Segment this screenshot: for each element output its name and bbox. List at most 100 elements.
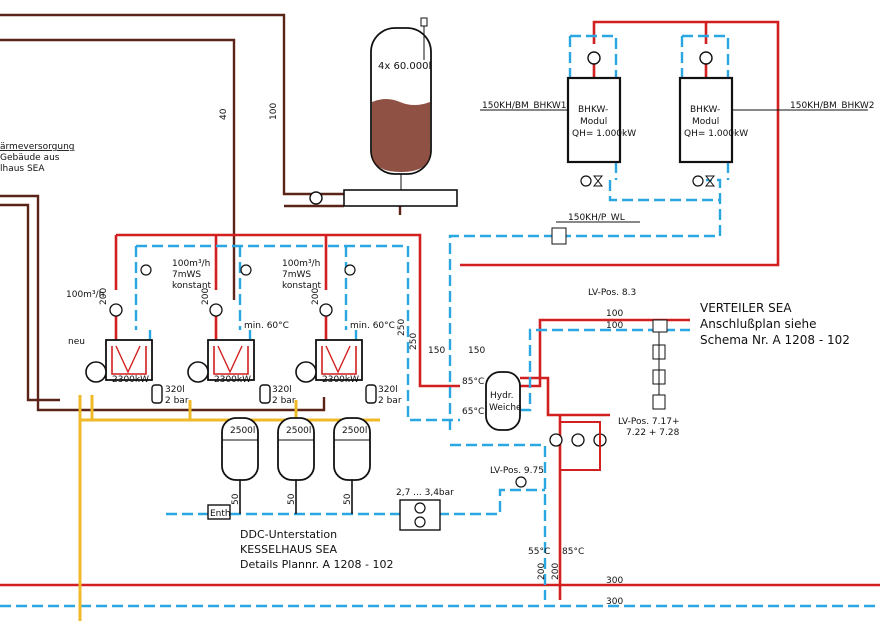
dn-100-red: 100 <box>606 309 623 319</box>
heating-line2: Gebäude aus <box>0 153 60 163</box>
temp-85-low: 85°C <box>562 547 584 557</box>
temp-85: 85°C <box>462 377 484 387</box>
buffer-tanks <box>221 417 371 514</box>
tank-capacity-label: 4x 60.000l <box>378 61 431 72</box>
distributor-line1: VERTEILER SEA <box>700 301 792 315</box>
pipe-size-40: 40 <box>219 108 229 120</box>
dn-200: 200 <box>99 288 109 305</box>
bhkw-module-1 <box>566 51 622 187</box>
ddc-line3: Details Plannr. A 1208 - 102 <box>240 558 393 571</box>
valve-actuator-icon <box>140 264 152 276</box>
distributor-line2: Anschlußplan siehe <box>700 317 816 331</box>
valve-actuator-icon <box>240 264 252 276</box>
buffer-tank-3: 2500l <box>342 426 367 436</box>
temp-55: 55°C <box>528 547 550 557</box>
boiler1-power: 2300kW <box>112 375 149 385</box>
expansion-vessel-icon <box>365 384 377 404</box>
pump-icon <box>571 433 585 447</box>
ddc-line2: KESSELHAUS SEA <box>240 543 337 556</box>
expansion-vessel-icon <box>259 384 271 404</box>
bhkw1-line2: Modul <box>580 117 607 127</box>
dn-50: 50 <box>287 493 297 505</box>
pressure-gauge-icon <box>515 476 527 488</box>
bhkw-module-2 <box>678 51 734 187</box>
hydraulic-separator <box>485 371 521 431</box>
device-box <box>652 394 666 410</box>
dn-200: 200 <box>311 288 321 305</box>
pump-icon <box>209 303 223 317</box>
bhkw2-line2: Modul <box>692 117 719 127</box>
pump-icon <box>414 516 426 528</box>
boiler3-pressure: 2 bar <box>378 396 402 406</box>
separator-line2: Weiche <box>489 403 522 413</box>
bhkw1-power: QH= 1.000kW <box>572 129 636 139</box>
dn-250: 250 <box>397 319 407 336</box>
bhkw2-line1: BHKW- <box>690 105 720 115</box>
boiler2-mode: konstant <box>172 281 212 291</box>
bhkw2-tag: 150KH/BM_BHKW2 <box>790 101 874 111</box>
blue-return-lines <box>0 34 880 608</box>
dn-150-left: 150 <box>428 346 445 356</box>
boiler1-pressure: 2 bar <box>165 396 189 406</box>
controller-box <box>551 227 567 245</box>
heat-exchanger <box>343 189 458 207</box>
ddc-line1: DDC-Unterstation <box>240 528 337 541</box>
boiler1-vessel: 320l <box>165 385 185 395</box>
dn-250: 250 <box>409 333 419 350</box>
boiler3-mode: konstant <box>282 281 322 291</box>
boiler1-tag: neu <box>68 337 85 347</box>
softener-label: Enth <box>210 509 231 519</box>
dn-200: 200 <box>537 563 547 580</box>
boiler3-flow: 100m³/h <box>282 259 320 269</box>
buffer-tank-2: 2500l <box>286 426 311 436</box>
boiler2-pressure: 2 bar <box>272 396 296 406</box>
dn-150-right: 150 <box>468 346 485 356</box>
dn-50: 50 <box>343 493 353 505</box>
pump-icon <box>319 303 333 317</box>
distributor-line3: Schema Nr. A 1208 - 102 <box>700 333 850 347</box>
lv-pos-83: LV-Pos. 8.3 <box>588 288 636 298</box>
boiler-3 <box>295 339 363 383</box>
dn-300-blue: 300 <box>606 597 623 607</box>
dn-200: 200 <box>201 288 211 305</box>
boiler1-flow: 100m³/h <box>66 290 104 300</box>
lv-pos-722: 7.22 + 7.28 <box>626 428 680 438</box>
pump-icon <box>109 303 123 317</box>
boiler2-flow: 100m³/h <box>172 259 210 269</box>
boiler3-head: 7mWS <box>282 270 311 280</box>
boiler2-vessel: 320l <box>272 385 292 395</box>
lv-pos-975: LV-Pos. 9.75 <box>490 466 544 476</box>
bhkw2-power: QH= 1.000kW <box>684 129 748 139</box>
valve-actuator-icon <box>344 264 356 276</box>
buffer-tank-1: 2500l <box>230 426 255 436</box>
dn-200: 200 <box>551 563 561 580</box>
boiler-1 <box>85 339 153 383</box>
softener-box <box>207 504 231 520</box>
pipe-size-100: 100 <box>269 103 279 120</box>
boiler2-head: 7mWS <box>172 270 201 280</box>
heating-line3: lhaus SEA <box>0 164 45 174</box>
separator-line1: Hydr. <box>490 391 514 401</box>
bhkw1-tag: 150KH/BM_BHKW1 <box>482 101 566 111</box>
temp-65: 65°C <box>462 407 484 417</box>
pump-icon <box>549 433 563 447</box>
bhkw-pump-tag: 150KH/P_WL <box>568 213 625 223</box>
boiler-2 <box>187 339 255 383</box>
dn-50: 50 <box>231 493 241 505</box>
pressure-range: 2,7 ... 3,4bar <box>396 488 454 498</box>
lv-pos-717: LV-Pos. 7.17+ <box>618 417 680 427</box>
controller-box <box>652 319 668 333</box>
boiler3-vessel: 320l <box>378 385 398 395</box>
pump-icon <box>309 191 323 205</box>
boiler2-power: 2300kW <box>214 375 251 385</box>
storage-tank <box>370 17 432 190</box>
boiler2-min: min. 60°C <box>244 321 289 331</box>
dn-300-red: 300 <box>606 576 623 586</box>
expansion-vessel-icon <box>151 384 163 404</box>
pump-icon <box>414 502 426 514</box>
boiler3-min: min. 60°C <box>350 321 395 331</box>
dn-100-blue: 100 <box>606 321 623 331</box>
bhkw1-line1: BHKW- <box>578 105 608 115</box>
